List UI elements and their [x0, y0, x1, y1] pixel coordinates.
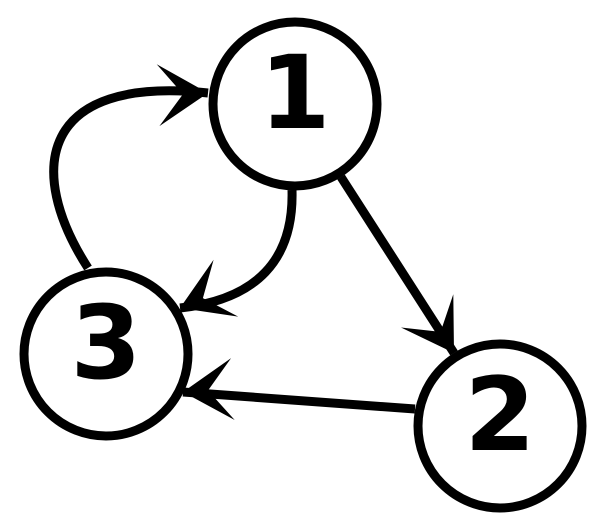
node-3-circle	[19, 267, 193, 441]
edge-3-1-shaft	[49, 86, 209, 271]
node-2-circle	[413, 339, 587, 513]
edge-1-2-shaft	[337, 174, 458, 356]
node-2-label: 2	[465, 356, 536, 475]
node-1-label: 1	[260, 34, 331, 153]
edge-1-2-arrowhead	[401, 294, 454, 353]
node-1-circle	[208, 17, 382, 191]
node-3-label: 3	[71, 284, 142, 403]
edge-3-1-arrowhead	[156, 64, 208, 127]
edge-2-3-shaft	[182, 387, 416, 414]
edge-1-3-arrowhead	[180, 259, 239, 317]
edge-2-3-arrowhead	[183, 358, 235, 420]
